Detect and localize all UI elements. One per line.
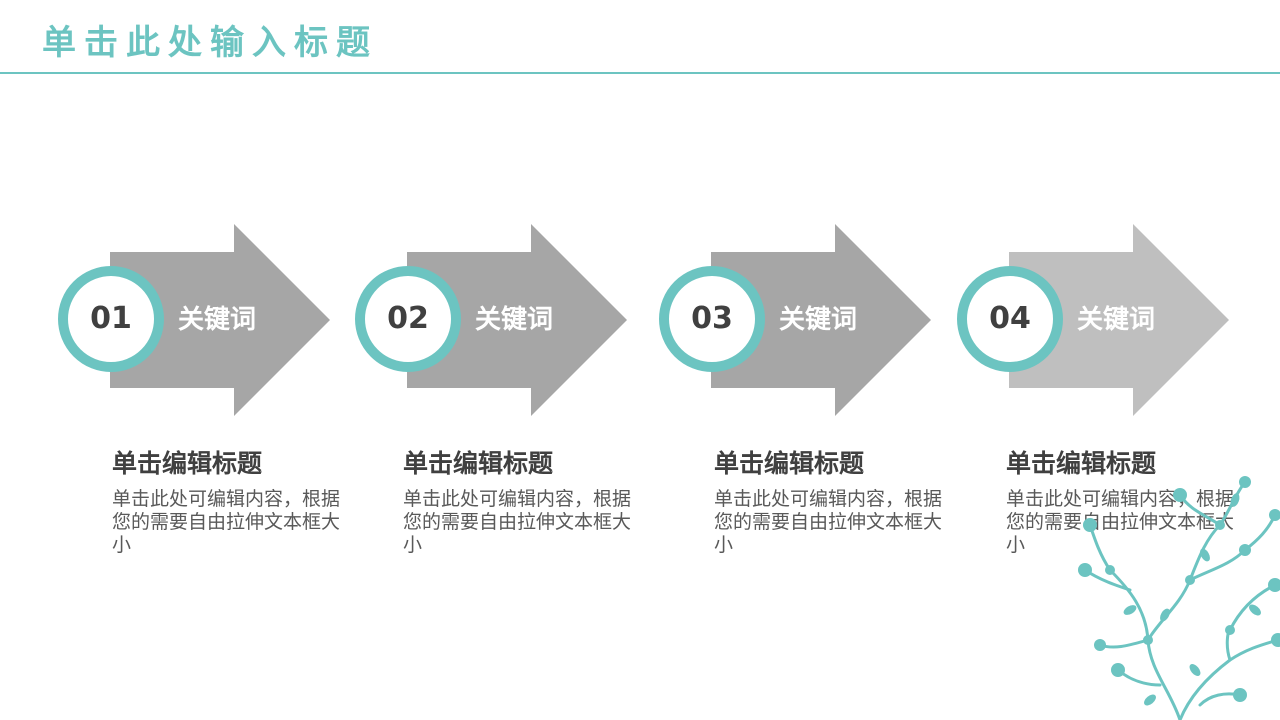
step-number-2: 02 bbox=[387, 301, 429, 336]
step-keyword-1[interactable]: 关键词 bbox=[178, 305, 257, 335]
step-body-2[interactable]: 单击此处可编辑内容，根据您的需要自由拉伸文本框大小 bbox=[403, 488, 632, 556]
step-heading-2[interactable]: 单击编辑标题 bbox=[403, 449, 554, 478]
step-keyword-3[interactable]: 关键词 bbox=[779, 305, 858, 335]
step-number-circle-3: 03 bbox=[659, 266, 765, 372]
step-1: 01 关键词 bbox=[58, 224, 338, 416]
step-number-4: 04 bbox=[989, 301, 1031, 336]
step-heading-1[interactable]: 单击编辑标题 bbox=[112, 449, 263, 478]
step-3: 03 关键词 bbox=[659, 224, 939, 416]
slide-title[interactable]: 单击此处输入标题 bbox=[42, 23, 378, 63]
arrow-shape-4 bbox=[1009, 224, 1229, 416]
step-body-3[interactable]: 单击此处可编辑内容，根据您的需要自由拉伸文本框大小 bbox=[714, 488, 943, 556]
step-description-1: 单击编辑标题 单击此处可编辑内容，根据您的需要自由拉伸文本框大小 bbox=[112, 446, 342, 557]
step-description-4: 单击编辑标题 单击此处可编辑内容，根据您的需要自由拉伸文本框大小 bbox=[1006, 446, 1236, 557]
step-body-4[interactable]: 单击此处可编辑内容，根据您的需要自由拉伸文本框大小 bbox=[1006, 488, 1235, 556]
step-heading-4[interactable]: 单击编辑标题 bbox=[1006, 449, 1157, 478]
step-number-circle-1: 01 bbox=[58, 266, 164, 372]
step-description-2: 单击编辑标题 单击此处可编辑内容，根据您的需要自由拉伸文本框大小 bbox=[403, 446, 633, 557]
floral-branch-icon bbox=[1078, 476, 1280, 720]
step-description-3: 单击编辑标题 单击此处可编辑内容，根据您的需要自由拉伸文本框大小 bbox=[714, 446, 944, 557]
step-4: 04 关键词 bbox=[957, 224, 1237, 416]
arrow-shape-2 bbox=[407, 224, 627, 416]
step-number-1: 01 bbox=[90, 301, 132, 336]
step-heading-3[interactable]: 单击编辑标题 bbox=[714, 449, 865, 478]
arrow-shape-3 bbox=[711, 224, 931, 416]
step-2: 02 关键词 bbox=[355, 224, 635, 416]
step-keyword-2[interactable]: 关键词 bbox=[475, 305, 554, 335]
arrow-shape-1 bbox=[110, 224, 330, 416]
step-number-circle-4: 04 bbox=[957, 266, 1063, 372]
step-body-1[interactable]: 单击此处可编辑内容，根据您的需要自由拉伸文本框大小 bbox=[112, 488, 341, 556]
step-keyword-4[interactable]: 关键词 bbox=[1077, 305, 1156, 335]
step-number-3: 03 bbox=[691, 301, 733, 336]
step-number-circle-2: 02 bbox=[355, 266, 461, 372]
title-divider bbox=[0, 72, 1280, 74]
